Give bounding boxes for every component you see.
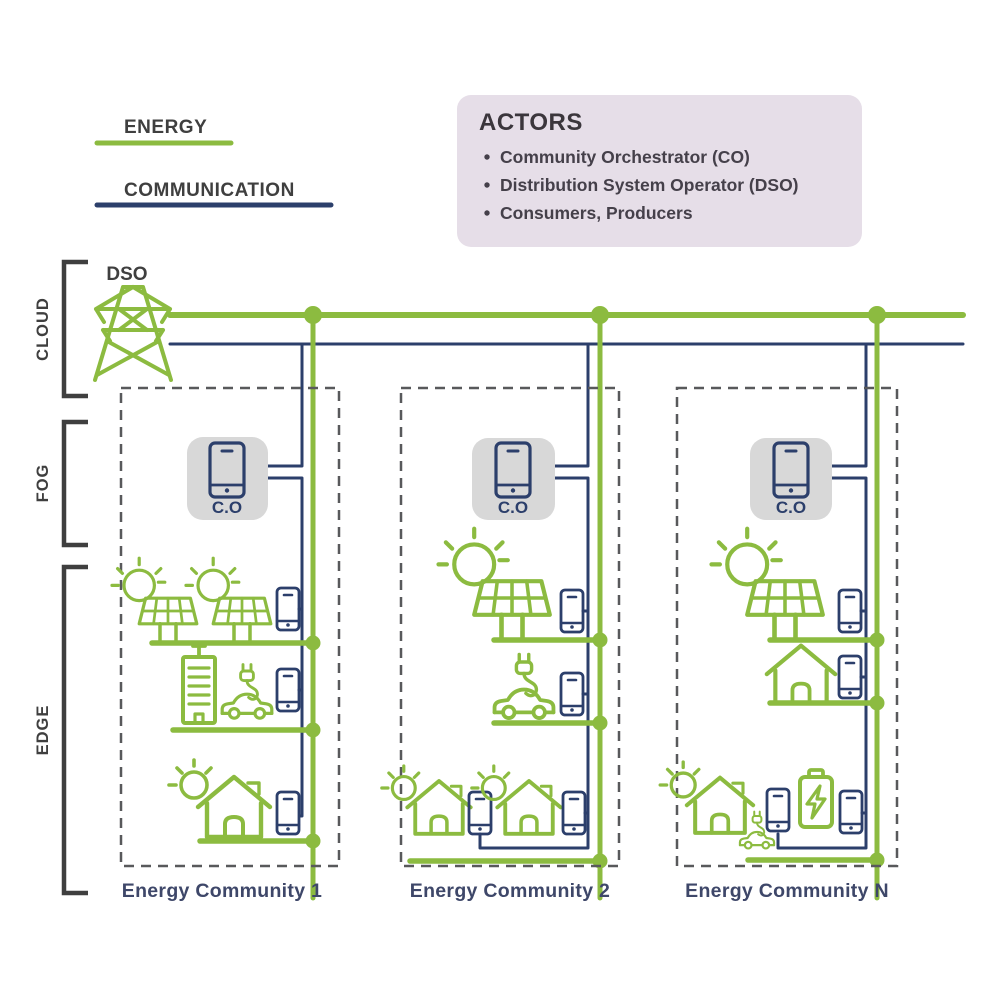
community-orchestrator-box — [187, 437, 268, 520]
edge-bracket — [61, 564, 88, 896]
actors-panel: ACTORS Community Orchestrator (CO) Distr… — [457, 95, 862, 247]
smartphone-icon — [837, 654, 863, 700]
actor-item: Distribution System Operator (DSO) — [500, 175, 799, 195]
energy-nodes — [304, 306, 886, 869]
fog-layer-label: FOG — [34, 464, 52, 503]
co-label: C.O — [212, 498, 242, 517]
house-with-sun-icon — [379, 764, 473, 836]
actor-item: Consumers, Producers — [500, 203, 693, 223]
legend: ENERGY COMMUNICATION — [94, 117, 334, 208]
house-with-sun-icon — [169, 760, 270, 837]
smartphone-icon — [765, 787, 791, 833]
smartphone-icon — [561, 790, 587, 836]
community-boundary — [675, 386, 899, 868]
smartphone-icon — [275, 586, 301, 632]
energy-network — [149, 306, 966, 901]
battery-storage-icon — [798, 768, 834, 829]
solar-panel-icon — [712, 529, 823, 640]
smartphone-icon — [559, 588, 585, 634]
house-with-sun-icon — [660, 762, 753, 833]
community-label: Energy Community 1 — [122, 880, 322, 902]
smartphone-icon — [559, 671, 585, 717]
community-boundary — [399, 386, 621, 868]
legend-energy-label: ENERGY — [124, 117, 207, 138]
cloud-layer-label: CLOUD — [34, 297, 52, 361]
office-building-icon — [181, 644, 217, 725]
transmission-pylon-icon — [93, 285, 173, 382]
dso-grid-operator: DSO — [93, 264, 173, 382]
comm-riser-1 — [266, 342, 304, 818]
energy-community-1: C.O Energy Community 1 — [110, 386, 341, 902]
cloud-bracket — [61, 259, 88, 399]
bullet-icon — [484, 154, 490, 160]
bullet-icon — [484, 210, 490, 216]
dso-label: DSO — [106, 264, 147, 285]
community-label: Energy Community 2 — [410, 880, 610, 902]
energy-community-2: C.O Energy Community 2 — [379, 386, 621, 902]
co-label: C.O — [498, 498, 528, 517]
bullet-icon — [484, 182, 490, 188]
edge-layer-label: EDGE — [34, 705, 52, 756]
actor-item: Community Orchestrator (CO) — [500, 147, 750, 167]
house-icon — [767, 646, 835, 703]
smartphone-icon — [837, 588, 863, 634]
communication-network — [168, 342, 965, 850]
solar-panel-icon — [439, 529, 550, 640]
electric-vehicle-icon — [220, 662, 274, 720]
fog-bracket — [61, 419, 88, 548]
smartphone-icon — [275, 667, 301, 713]
community-boundary — [119, 386, 341, 868]
comm-riser-2 — [478, 342, 590, 850]
smartphone-icon — [838, 789, 864, 835]
house-with-sun-icon — [469, 764, 563, 836]
community-label: Energy Community N — [685, 880, 889, 902]
actors-title: ACTORS — [479, 109, 583, 136]
energy-feeders-2 — [407, 637, 603, 864]
electric-vehicle-icon — [492, 652, 556, 720]
solar-panel-icon — [110, 556, 199, 645]
energy-community-n: C.O Energy Community N — [660, 386, 899, 902]
solar-panel-icon — [184, 556, 273, 645]
community-orchestrator-box — [750, 438, 832, 520]
actors-panel-background — [457, 95, 862, 247]
smartphone-icon — [275, 790, 301, 836]
energy-feeders-1 — [149, 640, 316, 844]
community-orchestrator-box — [472, 438, 555, 520]
comm-riser-3 — [776, 342, 868, 850]
co-label: C.O — [776, 498, 806, 517]
layer-brackets: CLOUD FOG EDGE — [34, 259, 88, 896]
legend-communication-label: COMMUNICATION — [124, 180, 295, 201]
